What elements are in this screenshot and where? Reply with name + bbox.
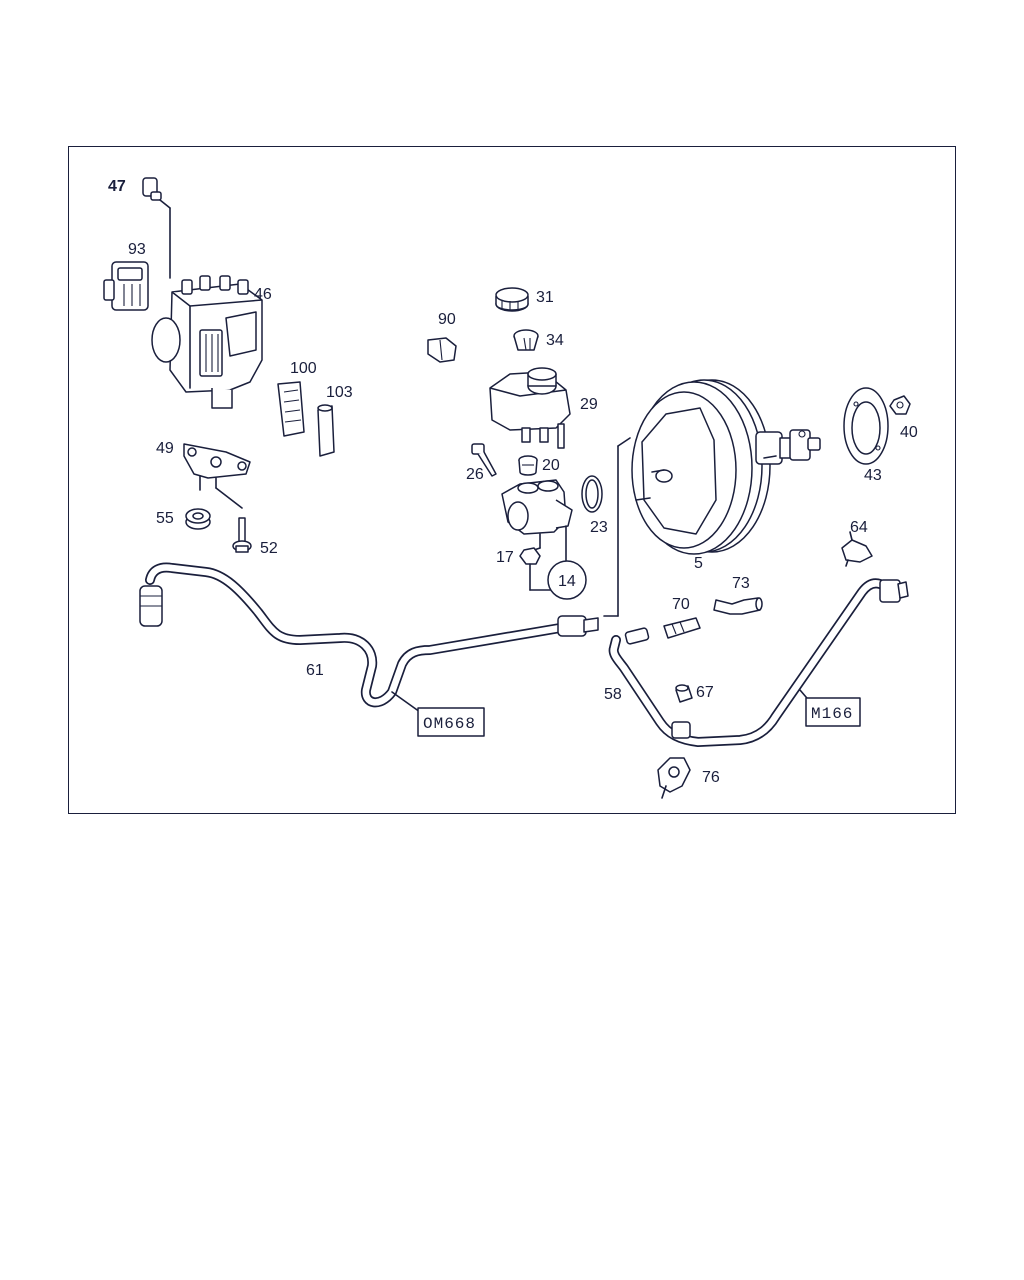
part-70-fitting — [663, 617, 701, 639]
part-40-nut — [889, 395, 911, 415]
part-14-master-cylinder — [501, 479, 573, 561]
part-43-gasket — [843, 387, 889, 465]
label-90: 90 — [438, 311, 456, 328]
label-93: 93 — [128, 241, 146, 258]
tag-box-om668 — [417, 707, 485, 737]
label-17: 17 — [496, 549, 514, 566]
label-76: 76 — [702, 769, 720, 786]
label-14: 14 — [558, 573, 576, 590]
label-46: 46 — [254, 286, 272, 303]
label-34: 34 — [546, 332, 564, 349]
diagram-frame — [68, 146, 956, 814]
part-29-reservoir — [489, 367, 571, 449]
label-26: 26 — [466, 466, 484, 483]
part-49-bracket — [183, 443, 251, 509]
callout-circle-14 — [547, 560, 587, 600]
tag-box-m166 — [805, 697, 861, 727]
part-5-brake-booster — [631, 379, 821, 555]
part-100-strip — [277, 381, 305, 437]
part-90-plug — [427, 337, 457, 363]
tag-m166: M166 — [811, 705, 853, 723]
part-64-check-valve — [841, 531, 873, 567]
part-34-strainer — [513, 329, 539, 351]
label-49: 49 — [156, 440, 174, 457]
part-52-bolt — [232, 517, 252, 553]
label-40: 40 — [900, 424, 918, 441]
label-103: 103 — [326, 384, 353, 401]
part-61-vacuum-line — [139, 437, 631, 713]
label-31: 31 — [536, 289, 554, 306]
label-73: 73 — [732, 575, 750, 592]
label-23: 23 — [590, 519, 608, 536]
part-58-vacuum-line — [608, 578, 909, 747]
label-61: 61 — [306, 662, 324, 679]
tag-om668: OM668 — [423, 715, 476, 733]
label-70: 70 — [672, 596, 690, 613]
part-31-cap — [495, 287, 529, 312]
label-47: 47 — [108, 178, 126, 195]
label-100: 100 — [290, 360, 317, 377]
part-47-sensor — [142, 177, 171, 279]
label-58: 58 — [604, 686, 622, 703]
part-23-o-ring — [581, 475, 603, 513]
part-46-abs-unit — [151, 275, 263, 409]
part-103-sleeve — [317, 404, 335, 457]
label-5: 5 — [694, 555, 703, 572]
label-55: 55 — [156, 510, 174, 527]
label-43: 43 — [864, 467, 882, 484]
part-17-nut — [519, 547, 551, 591]
part-55-grommet — [185, 508, 211, 530]
part-67-cap — [675, 684, 693, 703]
part-76-clip — [657, 757, 691, 799]
label-67: 67 — [696, 684, 714, 701]
label-20: 20 — [542, 457, 560, 474]
part-26-pin — [471, 443, 497, 477]
part-20-seal — [518, 455, 538, 476]
label-52: 52 — [260, 540, 278, 557]
part-93-connector — [103, 261, 149, 311]
part-73-elbow — [713, 597, 763, 615]
label-29: 29 — [580, 396, 598, 413]
label-64: 64 — [850, 519, 868, 536]
